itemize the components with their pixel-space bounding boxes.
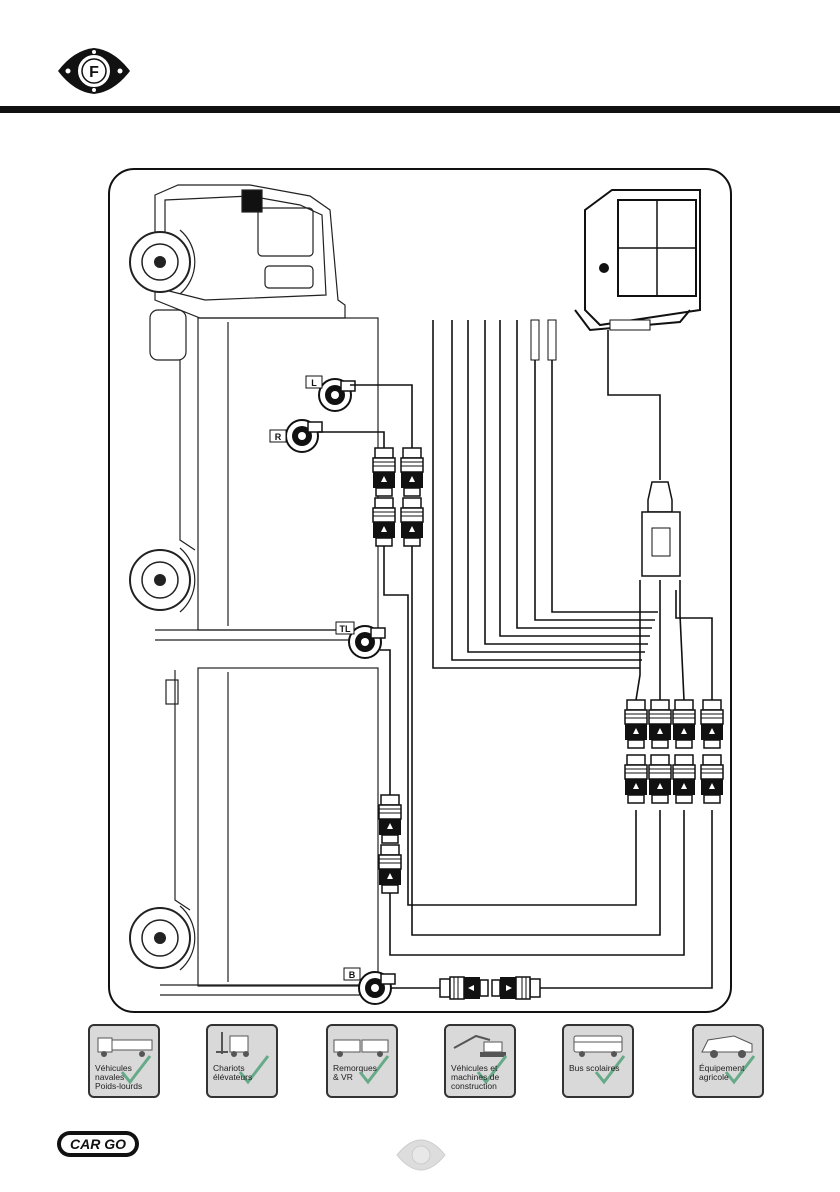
trailer-icon — [328, 1026, 396, 1096]
camera-right: R — [270, 420, 322, 452]
application-tile-trailers: Remorques & VR — [326, 1024, 398, 1098]
application-caption: Véhicules et machines de construction — [451, 1064, 499, 1091]
application-caption: Bus scolaires — [569, 1064, 620, 1073]
forklift-icon — [208, 1026, 276, 1096]
camera-left: L — [306, 376, 355, 411]
application-caption: Remorques & VR — [333, 1064, 377, 1082]
bus-icon — [564, 1026, 632, 1096]
splitter-harness — [642, 482, 680, 576]
camera-left-label: L — [311, 378, 317, 388]
camera-top-left-label: TL — [340, 624, 351, 634]
cargo-logo: CAR GO — [56, 1130, 140, 1158]
rca-plugs — [531, 320, 556, 360]
monitor — [575, 190, 700, 330]
application-caption: Véhicules navales Poids-lourds — [95, 1064, 142, 1091]
camera-right-label: R — [275, 432, 282, 442]
cables — [318, 320, 712, 988]
application-tile-construction: Véhicules et machines de construction — [444, 1024, 516, 1098]
cargo-logo-text: CAR GO — [70, 1136, 126, 1152]
application-tile-agriculture: Équipement agricole — [692, 1024, 764, 1098]
harvester-icon — [694, 1026, 762, 1096]
camera-back-label: B — [349, 970, 356, 980]
application-tile-forklifts: Chariots élévateurs — [206, 1024, 278, 1098]
page-marker — [395, 1138, 447, 1172]
application-tile-trucks: Véhicules navales Poids-lourds — [88, 1024, 160, 1098]
application-caption: Équipement agricole — [699, 1064, 744, 1082]
application-caption: Chariots élévateurs — [213, 1064, 252, 1082]
truck-wheels — [130, 230, 195, 970]
application-tile-school-bus: Bus scolaires — [562, 1024, 634, 1098]
